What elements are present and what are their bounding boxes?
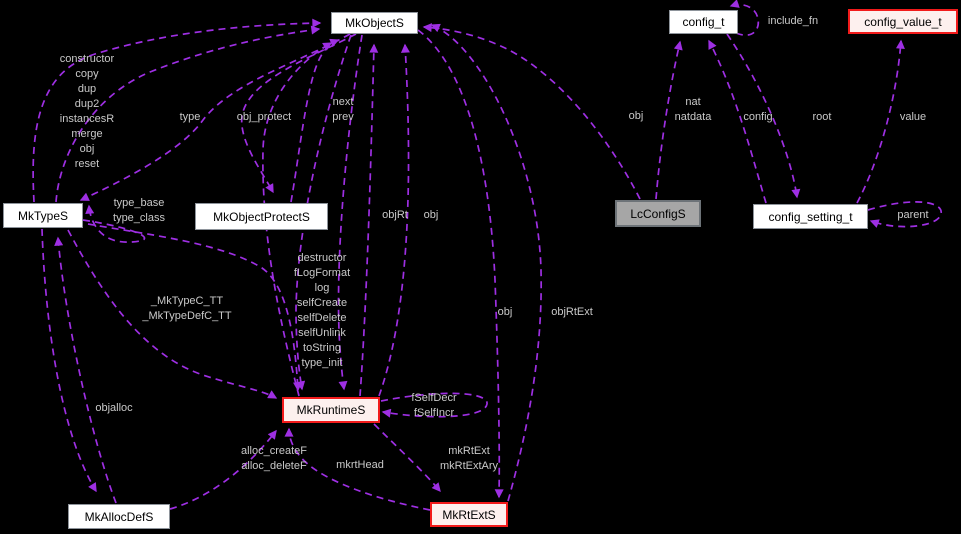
edge-type-base-self-loop [82, 204, 146, 243]
edge-constructor-bundle-b [55, 25, 321, 203]
node-config-value-t[interactable]: config_value_t [848, 9, 958, 34]
edge-label-root: root [812, 111, 832, 123]
edge-label-mkrtext: mkRtExt mkRtExtAry [439, 445, 499, 472]
edge-label-value: value [899, 111, 927, 123]
edge-label-destructor-bundle: destructor fLogFormat log selfCreate sel… [293, 252, 351, 369]
edge-label-mktypec-tt: _MkTypeC_TT _MkTypeDefC_TT [142, 295, 232, 322]
node-config-t[interactable]: config_t [669, 10, 738, 34]
edge-parent-self-loop [867, 201, 942, 228]
edge-runtime-to-object-left [262, 42, 333, 397]
edge-mktypec-tt-a [67, 229, 278, 399]
edge-label-mkrthead: mkrtHead [336, 459, 384, 471]
edge-allocdef-to-type [54, 236, 117, 504]
edge-next-prev [290, 38, 340, 203]
edge-label-objrt: objRt [382, 209, 408, 221]
edge-label-obj-lcconfig: obj [628, 110, 644, 122]
edge-nat-natdata [655, 40, 683, 200]
edge-objrtext [430, 23, 543, 502]
edge-fself-loop [380, 392, 488, 418]
node-config-setting-t[interactable]: config_setting_t [753, 204, 868, 229]
node-mkobjects[interactable]: MkObjectS [331, 12, 418, 34]
edge-lcconfig-obj [422, 23, 641, 200]
edge-mkrthead [284, 427, 431, 511]
node-mktypes[interactable]: MkTypeS [3, 203, 83, 228]
edge-label-objrtext: objRtExt [551, 306, 593, 318]
edge-label-type: type [179, 111, 201, 123]
edge-label-nat-natdata: nat natdata [674, 96, 712, 123]
edge-type [79, 33, 351, 201]
edge-objrt [359, 43, 379, 397]
edge-label-include-fn: include_fn [767, 15, 819, 27]
edge-value [856, 39, 905, 204]
edge-destructor-bundle-b [337, 34, 363, 391]
edge-label-fselfdecr: fSelfDecr fSelfIncr [411, 392, 457, 419]
edge-runtime-obj [378, 43, 410, 397]
edge-label-parent: parent [897, 209, 929, 221]
edge-label-obj-protect: obj_protect [236, 111, 292, 123]
edge-object-to-rtext-obj [417, 29, 504, 499]
edge-label-constructor-bundle: constructor copy dup dup2 instancesR mer… [59, 53, 115, 170]
edge-label-obj-rtext: obj [497, 306, 513, 318]
node-mkobjectprotects[interactable]: MkObjectProtectS [195, 203, 328, 230]
edge-label-type-base: type_base type_class [113, 197, 165, 224]
edge-mkrtext [373, 423, 441, 493]
edge-include-fn-self-loop [729, 0, 760, 37]
node-lcconfigs[interactable]: LcConfigS [615, 200, 701, 227]
edge-constructor-bundle-a [32, 18, 322, 203]
edge-label-obj-runtime: obj [423, 209, 439, 221]
node-mkallocdefs[interactable]: MkAllocDefS [68, 504, 170, 529]
edge-root [726, 33, 801, 199]
edge-label-objalloc: objalloc [95, 402, 133, 414]
node-mkrtexts[interactable]: MkRtExtS [430, 502, 508, 527]
edge-label-alloc-createf: alloc_createF alloc_deleteF [240, 445, 308, 472]
node-mkruntimes[interactable]: MkRuntimeS [282, 397, 380, 423]
edge-config [708, 39, 767, 204]
edge-objalloc [41, 228, 97, 493]
edge-mktypec-tt-b [87, 223, 303, 392]
edge-destructor-bundle-a [295, 34, 352, 391]
edge-label-next-prev: next prev [332, 96, 354, 123]
edge-label-config: config [743, 111, 773, 123]
edge-alloc-createf [169, 429, 277, 510]
edge-obj-protect [240, 33, 357, 194]
